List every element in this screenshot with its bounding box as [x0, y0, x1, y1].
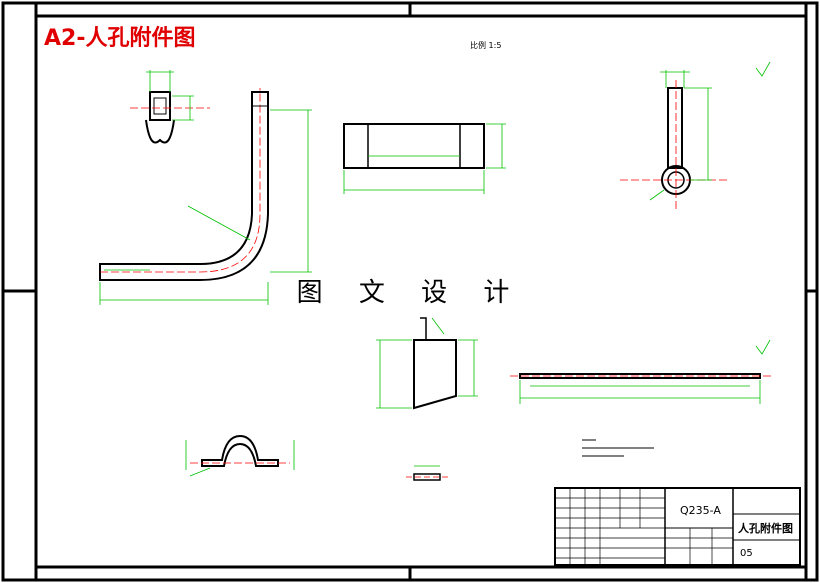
- watermark-text: 图 文 设 计: [296, 278, 524, 308]
- small-part-view: [406, 465, 448, 481]
- angled-plate-view: [376, 317, 478, 410]
- scale-note: 比例 1:5: [470, 41, 502, 50]
- material-label: Q235-A: [680, 504, 721, 517]
- technical-notes: [582, 439, 654, 457]
- centering-marks: [3, 3, 817, 580]
- title-block: [554, 487, 801, 566]
- bent-bar-view: [99, 70, 312, 305]
- flat-bar-view: [510, 339, 772, 404]
- clamp-view: [185, 434, 295, 477]
- sheet-title: A2-人孔附件图: [44, 26, 196, 51]
- plate-view: [343, 123, 506, 194]
- hook-view: [620, 61, 771, 210]
- drawing-name: 人孔附件图: [738, 522, 793, 535]
- sheet-number: 05: [740, 548, 753, 559]
